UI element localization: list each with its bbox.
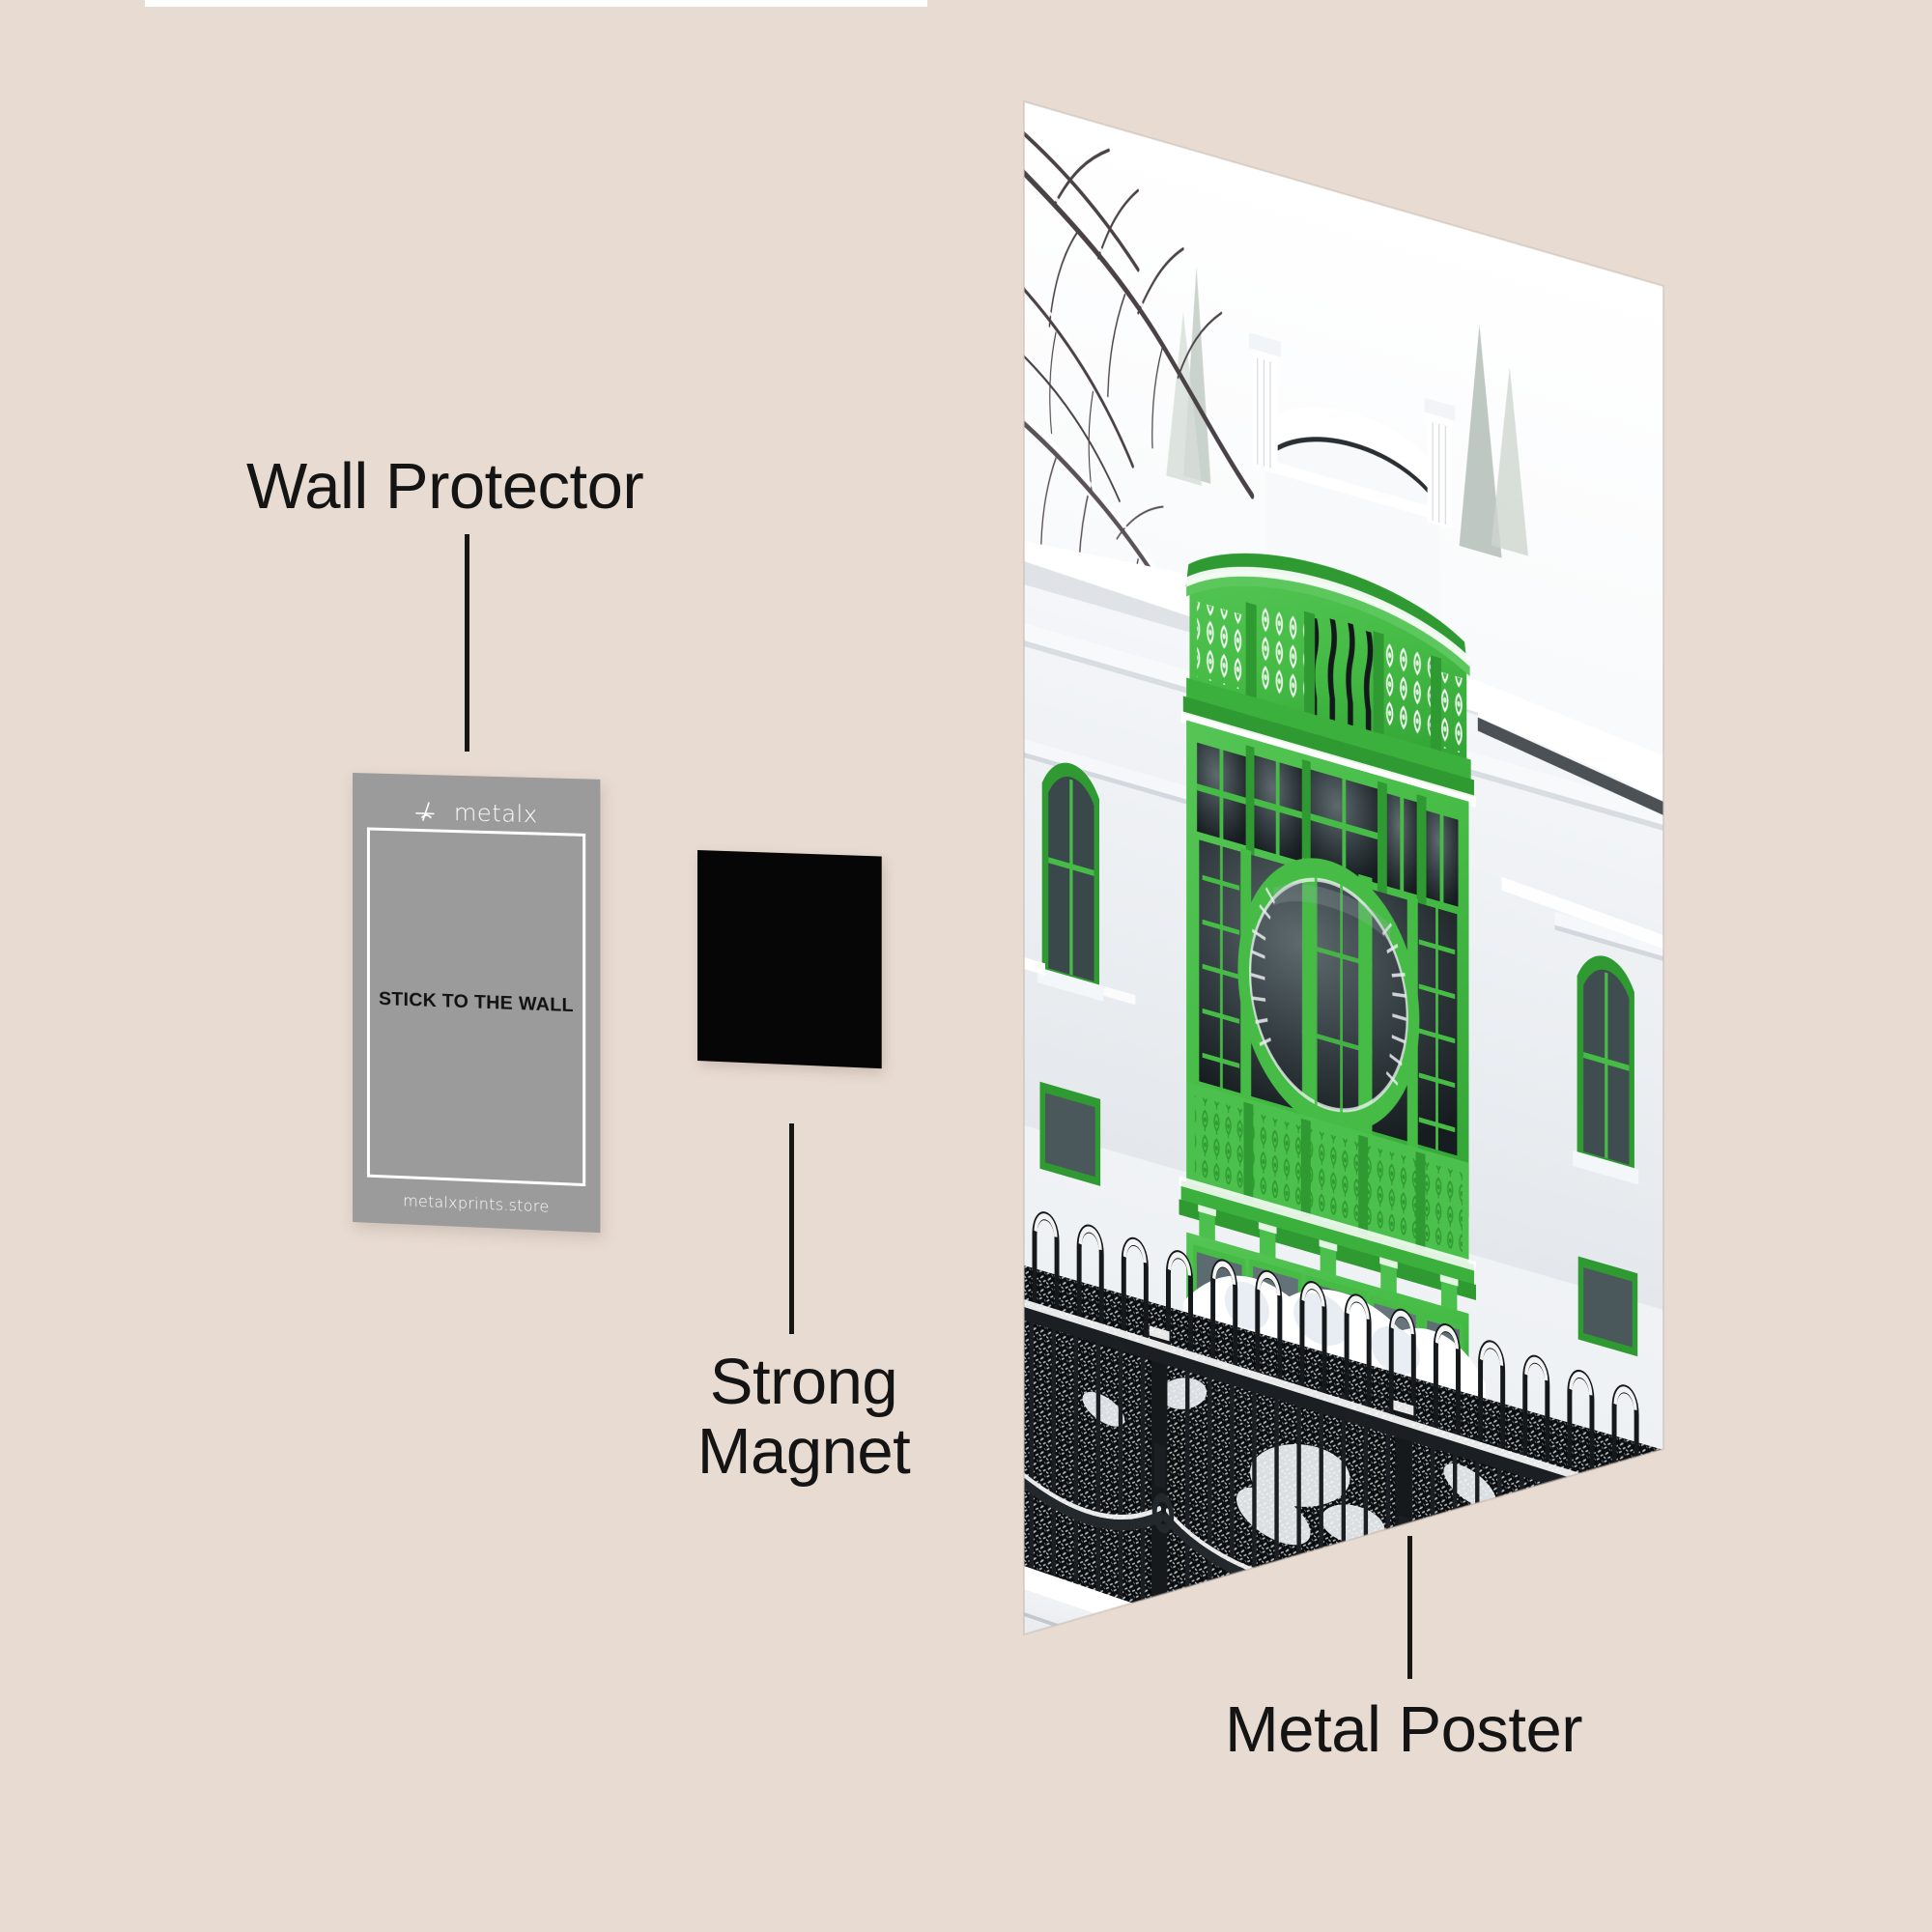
leader-line-metal-poster — [1407, 1536, 1412, 1679]
callout-label-metal-poster: Metal Poster — [1225, 1693, 1583, 1766]
brand-url: metalxprints.store — [403, 1191, 550, 1216]
callout-label-strong-magnet: Strong Magnet — [696, 1346, 911, 1489]
strong-magnet-swatch — [697, 850, 882, 1069]
brand-logo: metalx — [414, 798, 538, 829]
callout-label-wall-protector: Wall Protector — [246, 450, 644, 523]
metalx-logo-icon — [414, 801, 445, 823]
leader-line-wall-protector — [465, 534, 469, 752]
wall-protector-card: metalx STICK TO THE WALL metalxprints.st… — [353, 773, 601, 1234]
top-white-strip — [145, 0, 927, 7]
leader-line-strong-magnet — [789, 1123, 794, 1334]
brand-name: metalx — [453, 798, 538, 829]
